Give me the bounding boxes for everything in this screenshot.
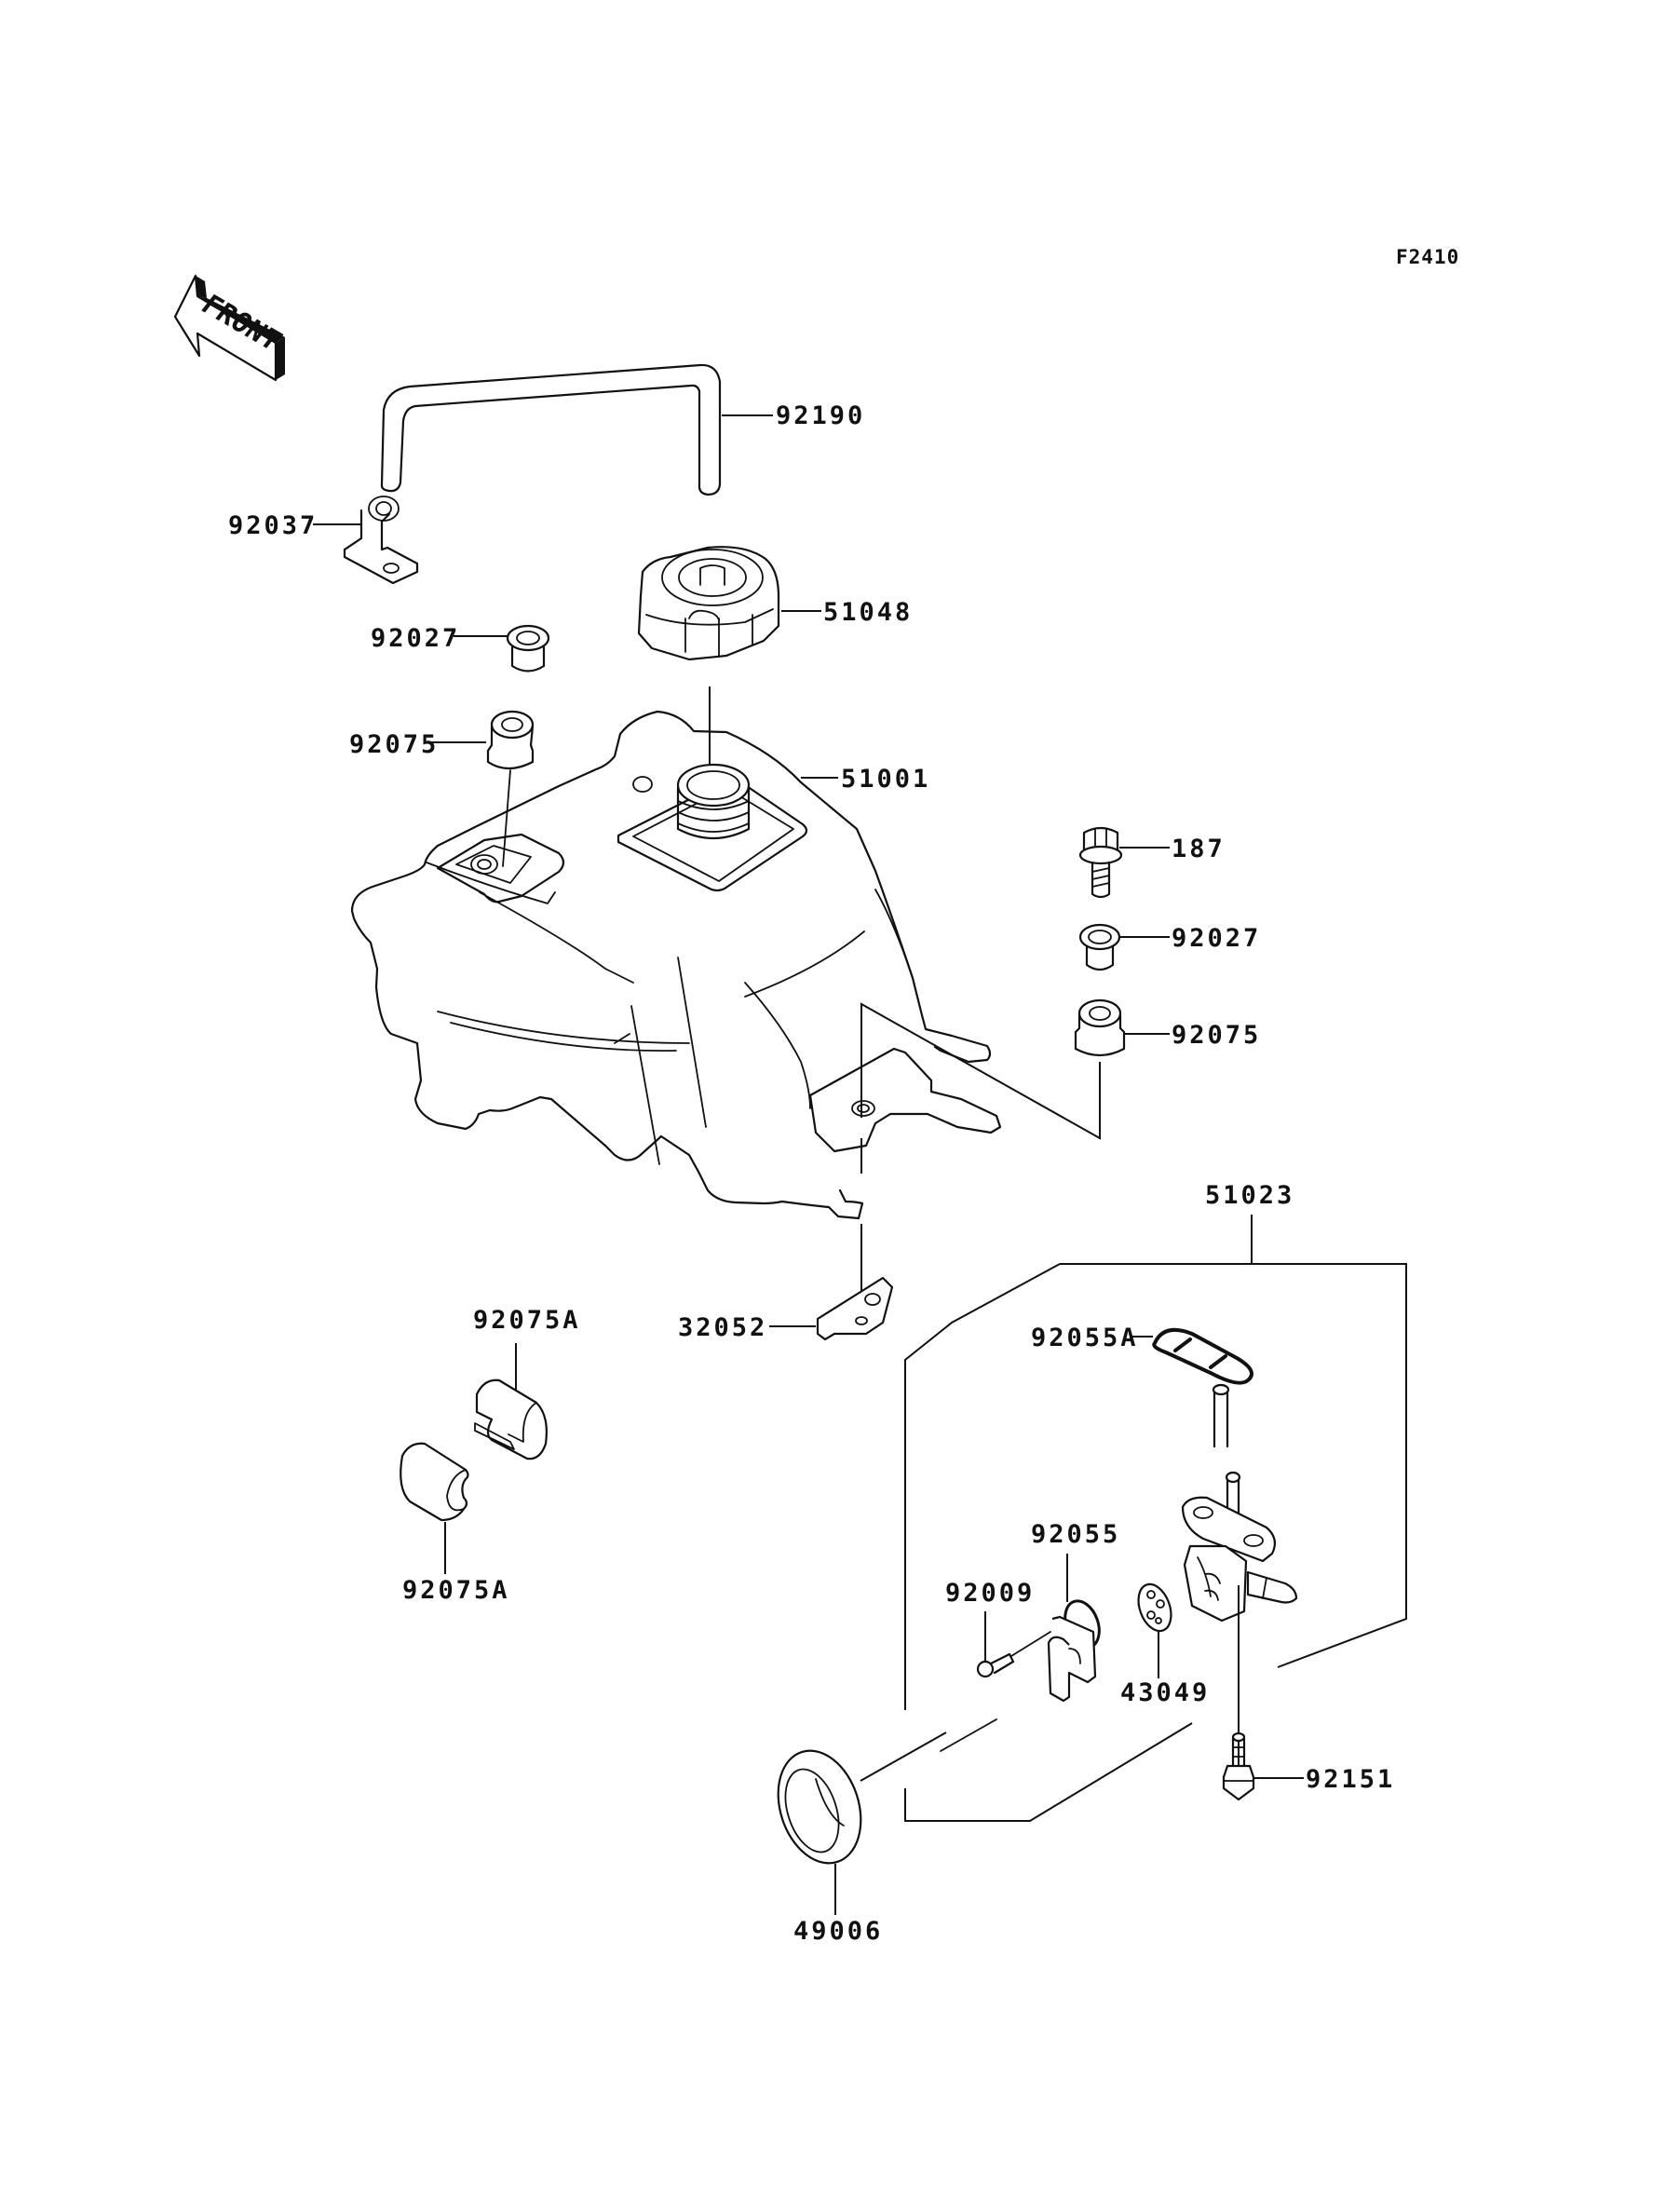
part-label-92190[interactable]: 92190 (776, 401, 866, 430)
part-label-51048[interactable]: 51048 (823, 598, 914, 627)
part-92027-left-collar (454, 624, 550, 672)
part-51023-bracket (904, 1215, 1407, 1822)
part-32052-plate (769, 1224, 894, 1341)
part-187-bolt (1078, 826, 1170, 899)
part-label-92055[interactable]: 92055 (1031, 1520, 1121, 1549)
part-49006-grommet (777, 1731, 947, 1915)
part-label-92151[interactable]: 92151 (1306, 1765, 1396, 1794)
part-fuel-tap-body (1181, 1383, 1298, 1768)
figure-number: F2410 (1396, 246, 1460, 268)
part-92075A-bottom-sleeve (400, 1442, 469, 1574)
part-label-92037[interactable]: 92037 (228, 511, 318, 540)
part-label-92075-left[interactable]: 92075 (349, 730, 440, 759)
part-51048-fuel-cap (637, 546, 821, 661)
part-92075-left-damper (431, 710, 535, 867)
part-92075-right-damper (860, 998, 1170, 1140)
part-label-49006[interactable]: 49006 (793, 1917, 884, 1946)
part-label-92075A-top[interactable]: 92075A (473, 1306, 581, 1335)
part-92075A-top-sleeve (474, 1343, 548, 1460)
part-label-92055A[interactable]: 92055A (1031, 1324, 1139, 1352)
part-label-92027-right[interactable]: 92027 (1172, 924, 1262, 953)
part-43049-filter (1137, 1582, 1172, 1678)
part-label-43049[interactable]: 43049 (1120, 1678, 1211, 1707)
part-92151-drain-bolt (1222, 1731, 1304, 1801)
part-label-92027-left[interactable]: 92027 (371, 624, 461, 653)
part-fuel-tap-lever (940, 1615, 1097, 1752)
part-label-51001[interactable]: 51001 (841, 765, 931, 794)
part-label-92009[interactable]: 92009 (945, 1579, 1036, 1608)
part-92190-hose (380, 363, 773, 496)
part-92055A-gasket (1131, 1327, 1253, 1385)
part-92027-right-collar (1078, 923, 1170, 971)
part-label-92075A-bottom[interactable]: 92075A (402, 1576, 510, 1605)
front-arrow-icon: FRONT (173, 274, 288, 382)
part-92037-bracket (313, 496, 419, 585)
part-label-32052[interactable]: 32052 (678, 1313, 768, 1342)
part-92009-screw (976, 1611, 1051, 1678)
part-label-92075-right[interactable]: 92075 (1172, 1021, 1262, 1050)
part-label-51023[interactable]: 51023 (1205, 1181, 1295, 1210)
part-51001-fuel-tank (350, 710, 1002, 1220)
part-label-187[interactable]: 187 (1172, 835, 1226, 863)
